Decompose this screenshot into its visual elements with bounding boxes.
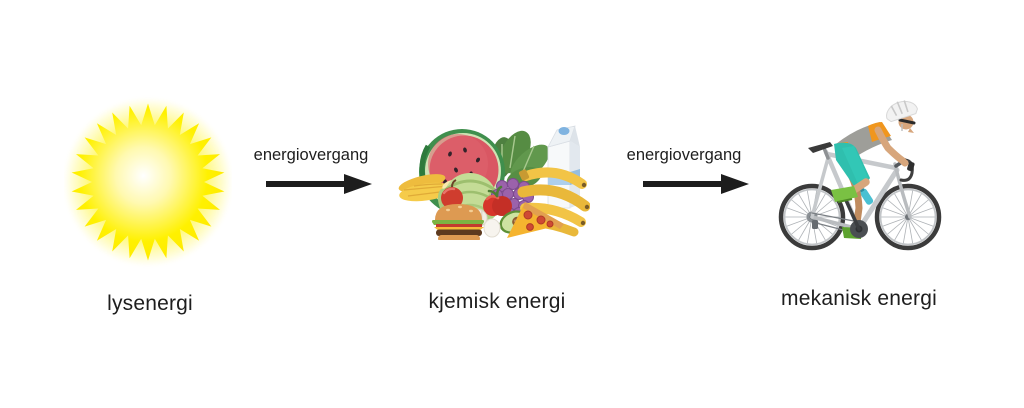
node-label-lysenergi: lysenergi [107,292,193,315]
pizza-slice [507,202,564,238]
arrow-label-2: energiovergang [626,146,742,164]
burger [432,204,484,240]
rider-near-leg [831,142,870,203]
arrow-right-icon [266,174,372,194]
sun-icon [64,98,232,266]
node-label-mekanisk-energi: mekanisk energi [781,287,937,310]
arrow-right-icon [643,174,749,194]
rider-head [886,100,918,133]
cyclist-icon [778,100,942,251]
arrow-label-1: energiovergang [253,146,369,164]
sun-star [71,103,225,261]
node-label-kjemisk-energi: kjemisk energi [428,290,566,313]
red-pepper [483,185,512,216]
apple [441,179,463,209]
rider-arm [874,126,909,167]
front-wheel [874,183,942,251]
crank-chainring [843,196,868,238]
food-icon [398,125,590,240]
